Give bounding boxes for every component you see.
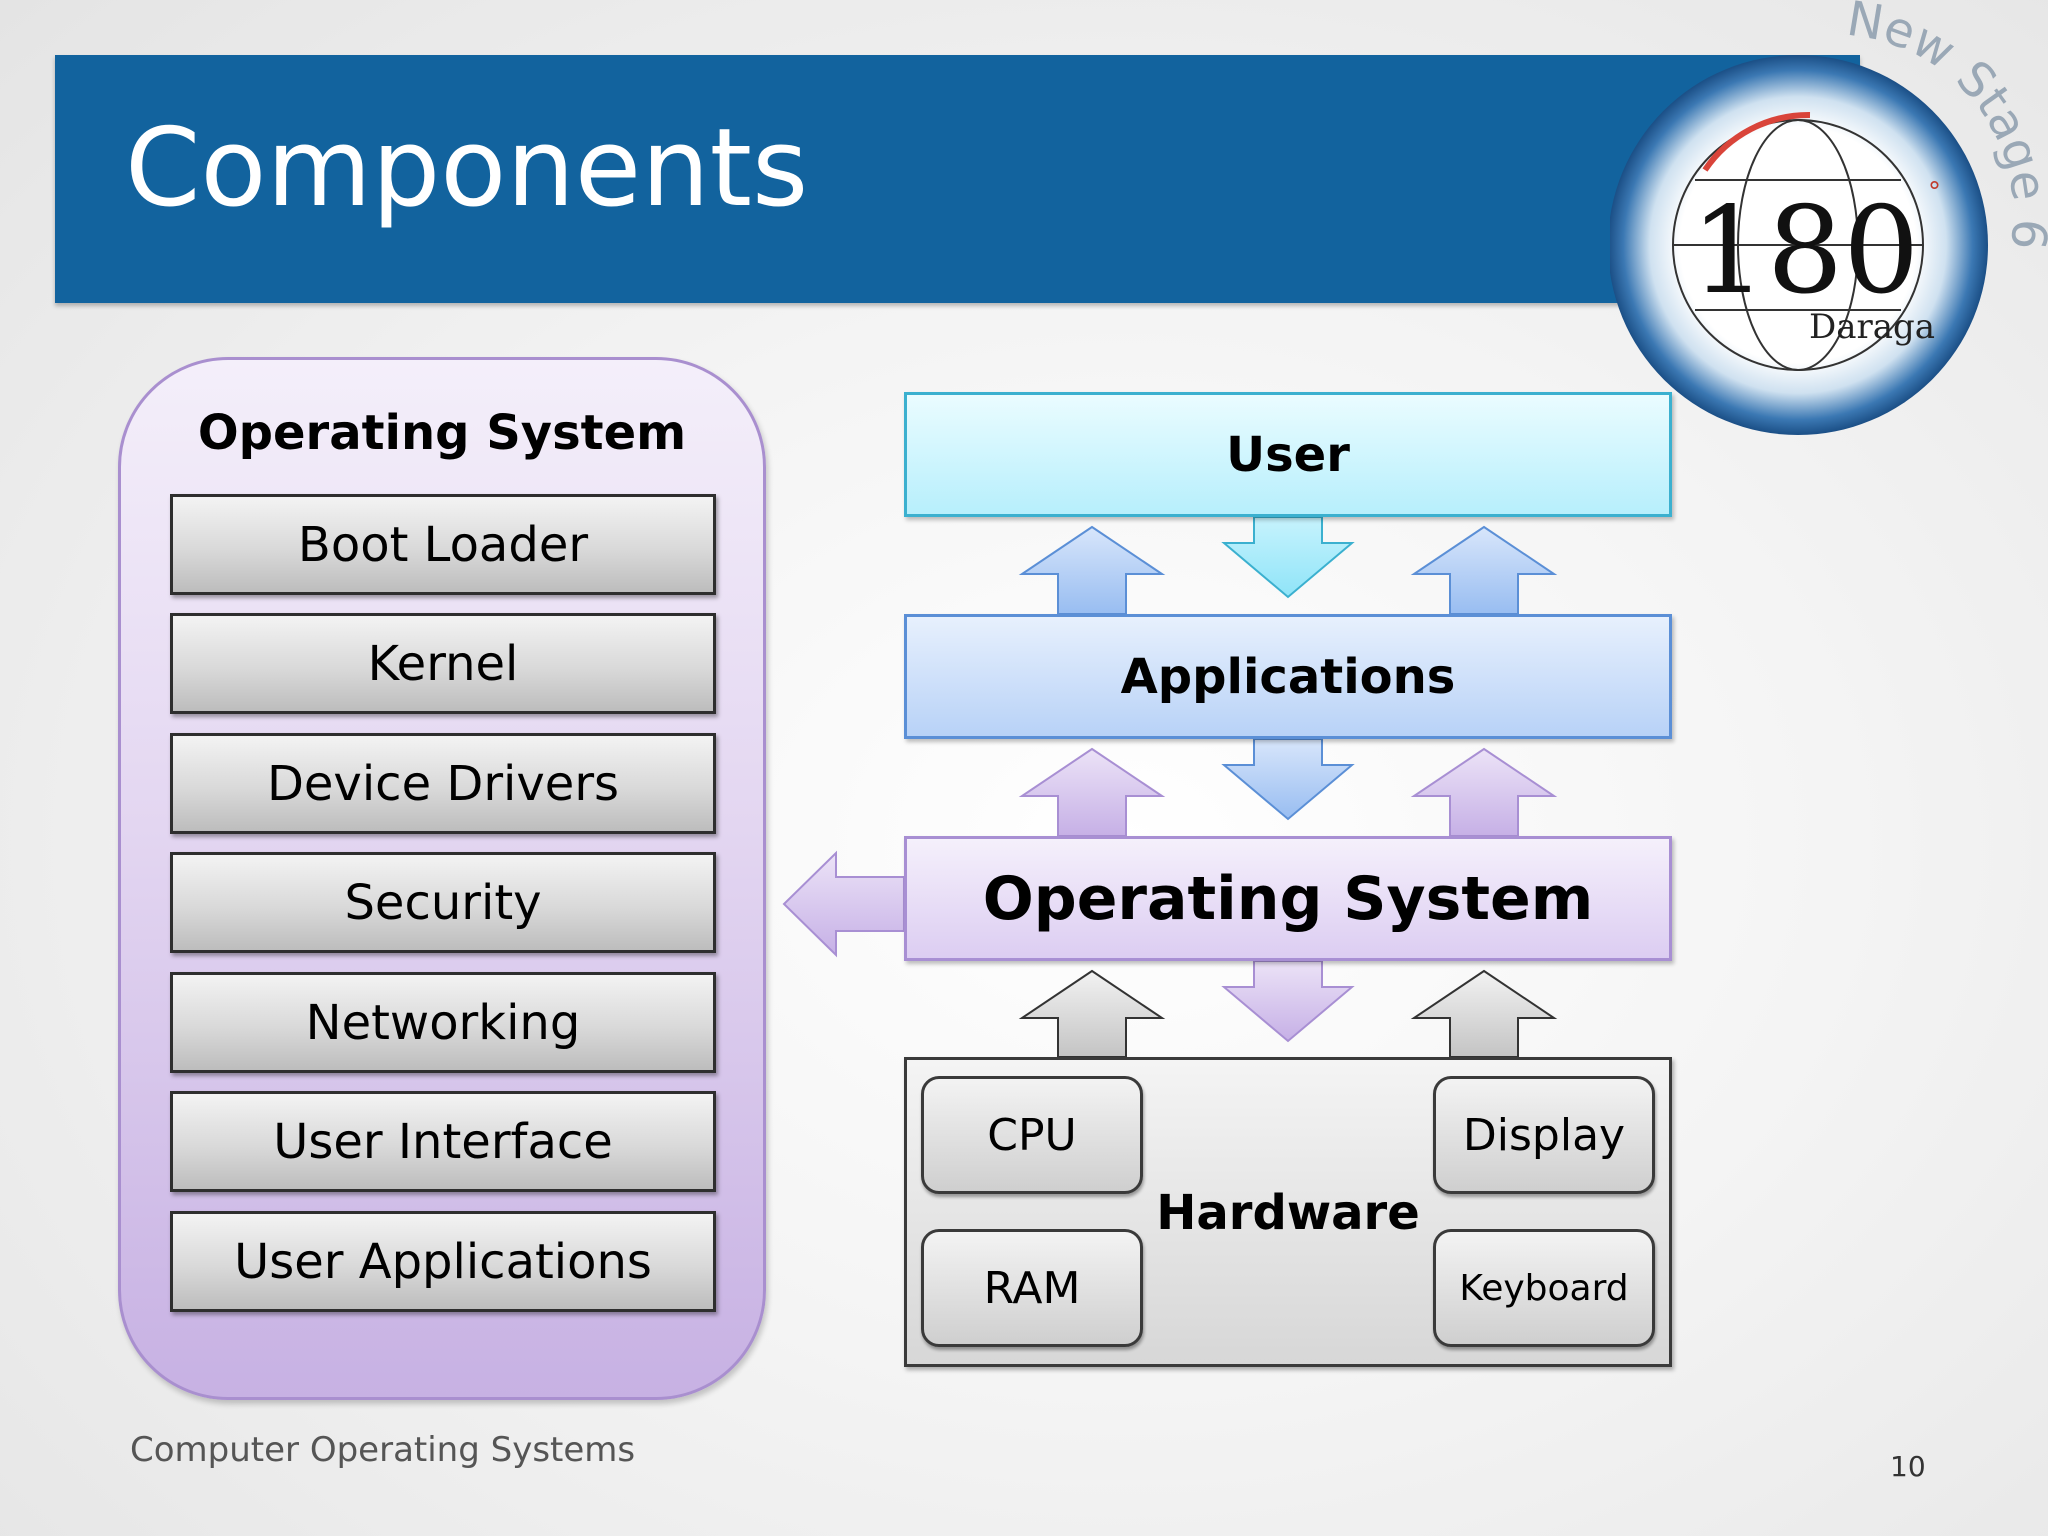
- layer-user: User: [904, 392, 1672, 517]
- arrow-down-icon: [1221, 960, 1355, 1043]
- logo-degree: °: [1928, 177, 1941, 207]
- hw-ram: RAM: [921, 1229, 1143, 1347]
- os-item-user-applications: User Applications: [170, 1211, 716, 1312]
- logo: 180 ° Daraga New Stage 6: [1608, 0, 2048, 440]
- logo-place: Daraga: [1809, 307, 1935, 347]
- arrow-up-icon: [1018, 525, 1166, 615]
- arrow-up-icon: [1018, 969, 1166, 1058]
- os-item-kernel: Kernel: [170, 613, 716, 714]
- os-item-device-drivers: Device Drivers: [170, 733, 716, 834]
- os-item-user-interface: User Interface: [170, 1091, 716, 1192]
- logo-number: 180: [1690, 182, 1919, 321]
- arrow-left-icon: [782, 850, 905, 958]
- arrow-up-icon: [1410, 525, 1558, 615]
- logo-emblem: 180 ° Daraga New Stage 6: [1608, 0, 2048, 435]
- hw-keyboard: Keyboard: [1433, 1229, 1655, 1347]
- os-item-security: Security: [170, 852, 716, 953]
- slide-title: Components: [125, 106, 809, 231]
- logo-red-arc: [1702, 111, 1811, 172]
- os-item-boot-loader: Boot Loader: [170, 494, 716, 595]
- layer-applications: Applications: [904, 614, 1672, 739]
- arrow-down-icon: [1221, 516, 1355, 599]
- arrow-up-icon: [1410, 969, 1558, 1058]
- arrow-up-icon: [1410, 747, 1558, 837]
- hw-display: Display: [1433, 1076, 1655, 1194]
- os-panel-title: Operating System: [197, 405, 687, 461]
- arrow-down-icon: [1221, 738, 1355, 821]
- arrow-up-icon: [1018, 747, 1166, 837]
- hw-cpu: CPU: [921, 1076, 1143, 1194]
- footer-text: Computer Operating Systems: [130, 1430, 636, 1470]
- layer-operating-system: Operating System: [904, 836, 1672, 961]
- title-bar: [55, 55, 1860, 303]
- page-number: 10: [1890, 1450, 1926, 1483]
- os-item-networking: Networking: [170, 972, 716, 1073]
